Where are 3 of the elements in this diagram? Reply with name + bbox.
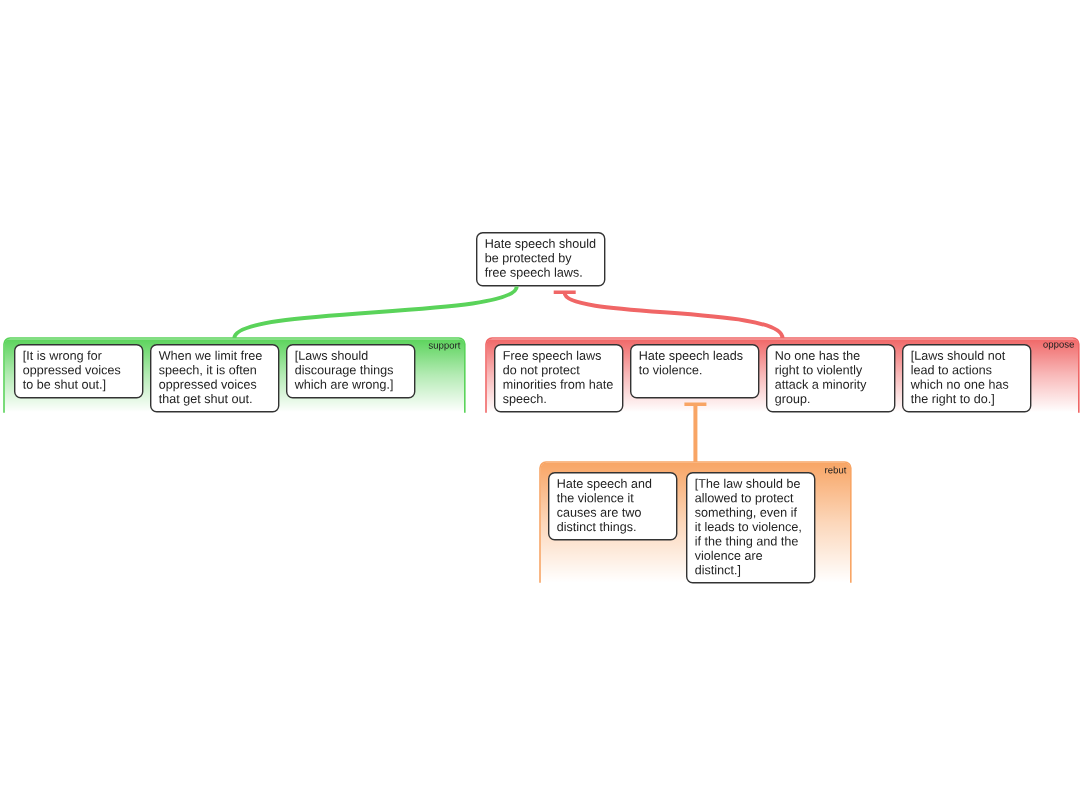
connector-line	[553, 290, 785, 340]
connector-line	[684, 402, 707, 462]
connector-line	[232, 285, 519, 340]
